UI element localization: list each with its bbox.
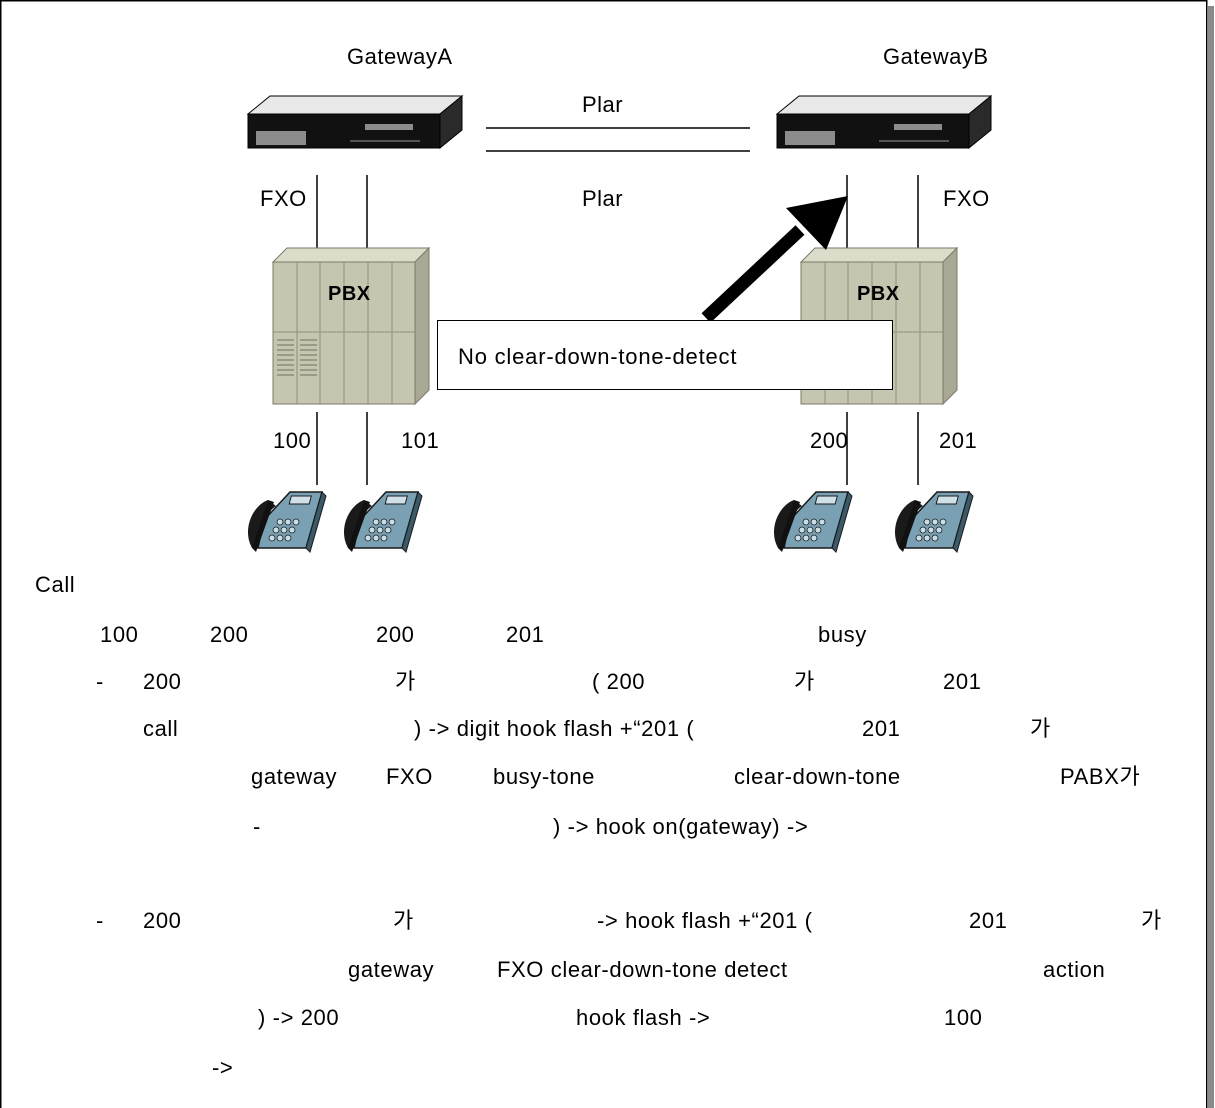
ext-100-label: 100: [273, 428, 312, 453]
arrow-icon: [701, 196, 848, 323]
phone-201-icon: [894, 491, 974, 553]
plar-label-top: Plar: [582, 92, 624, 117]
line6-a: -: [96, 908, 104, 933]
line2-d: ( 200: [592, 669, 646, 694]
line3-d: 가: [1030, 716, 1051, 741]
gateway-a-label: GatewayA: [347, 44, 453, 69]
phone-101-icon: [343, 491, 423, 553]
line1-b: 200: [210, 622, 249, 647]
line7-c: action: [1043, 957, 1106, 982]
line1-d: 201: [506, 622, 545, 647]
gateway-b-icon: [775, 94, 993, 150]
call-heading: Call: [35, 572, 76, 597]
callout-box: No clear-down-tone-detect: [437, 320, 893, 390]
line6-b: 200: [143, 908, 182, 933]
line4-e: PABX가: [1060, 764, 1141, 789]
pbx-b-label: PBX: [857, 283, 900, 305]
line9-a: ->: [212, 1055, 234, 1080]
line5-a: -: [253, 814, 261, 839]
line7-b: FXO clear-down-tone detect: [497, 957, 788, 982]
pbx-a-icon: [271, 246, 431, 406]
gateway-b-label: GatewayB: [883, 44, 989, 69]
line8-b: hook flash ->: [576, 1005, 711, 1030]
line5-b: ) -> hook on(gateway) ->: [553, 814, 809, 839]
phone-200-icon: [773, 491, 853, 553]
line3-b: ) -> digit hook flash +“201 (: [414, 716, 695, 741]
line6-c: 가: [393, 908, 414, 933]
line2-e: 가: [794, 669, 815, 694]
line4-a: gateway: [251, 764, 338, 789]
line4-c: busy-tone: [493, 764, 596, 789]
fxo-label-b: FXO: [943, 186, 990, 211]
line4-b: FXO: [386, 764, 434, 789]
line3-a: call: [143, 716, 179, 741]
line7-a: gateway: [348, 957, 435, 982]
ext-101-label: 101: [401, 428, 440, 453]
line2-a: -: [96, 669, 104, 694]
line1-a: 100: [100, 622, 139, 647]
pbx-a-label: PBX: [328, 283, 371, 305]
line8-c: 100: [944, 1005, 983, 1030]
callout-text: No clear-down-tone-detect: [458, 344, 738, 369]
line1-e: busy: [818, 622, 867, 647]
line2-f: 201: [943, 669, 982, 694]
gateway-a-icon: [246, 94, 464, 150]
line4-d: clear-down-tone: [734, 764, 901, 789]
phone-100-icon: [247, 491, 327, 553]
line3-c: 201: [862, 716, 901, 741]
line2-c: 가: [395, 669, 416, 694]
line6-f: 가: [1141, 908, 1162, 933]
fxo-label-a: FXO: [260, 186, 307, 211]
line8-a: ) -> 200: [258, 1005, 340, 1030]
line6-e: 201: [969, 908, 1008, 933]
line6-d: -> hook flash +“201 (: [597, 908, 813, 933]
ext-201-label: 201: [939, 428, 978, 453]
ext-200-label: 200: [810, 428, 849, 453]
plar-label-bottom: Plar: [582, 186, 624, 211]
line1-c: 200: [376, 622, 415, 647]
line2-b: 200: [143, 669, 182, 694]
